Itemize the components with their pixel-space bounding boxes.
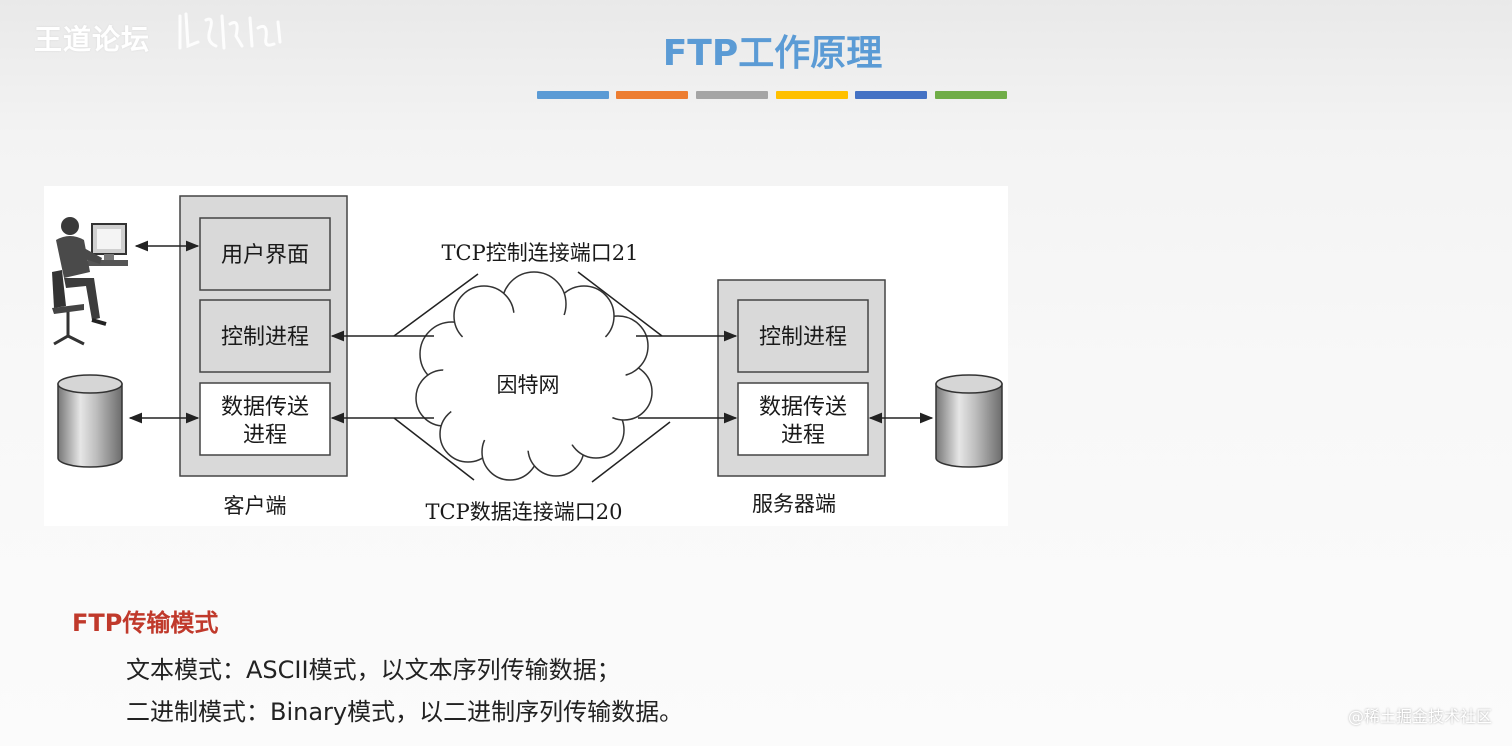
color-bar-4 [776, 91, 848, 99]
ftp-diagram: 用户界面 控制进程 数据传送 进程 客户端 控制进程 数据传送 进程 服务器端 … [44, 186, 1008, 526]
client-ui-module [199, 217, 331, 291]
data-connection-label: TCP数据连接端口20 [426, 500, 623, 524]
data-connection-lines [393, 417, 671, 483]
transfer-modes-heading: FTP传输模式 [72, 609, 219, 637]
internet-cloud-icon [415, 271, 653, 481]
text-mode-line: 文本模式：ASCII模式，以文本序列传输数据； [126, 656, 621, 684]
color-bar-1 [537, 91, 609, 99]
server-data-label-line2: 进程 [781, 423, 825, 448]
client-data-module [199, 382, 331, 456]
color-bar-6 [935, 91, 1007, 99]
control-connection-label: TCP控制连接端口21 [442, 241, 639, 265]
client-ui-label: 用户界面 [221, 243, 309, 268]
client-label: 客户端 [224, 494, 287, 518]
page-title: FTP工作原理 [662, 33, 883, 74]
client-data-label-line2: 进程 [243, 423, 287, 448]
forum-logo: 王道论坛 [34, 23, 151, 56]
server-label: 服务器端 [752, 492, 836, 516]
color-bar-2 [616, 91, 688, 99]
server-data-label-line1: 数据传送 [759, 395, 847, 420]
database-icon [57, 374, 123, 468]
color-bar-3 [696, 91, 768, 99]
user-at-computer-icon [52, 217, 128, 346]
database-icon [935, 374, 1003, 468]
network-label: 因特网 [497, 373, 560, 397]
client-control-label: 控制进程 [221, 325, 309, 350]
server-data-module [737, 382, 869, 456]
signature-logo-icon [178, 12, 282, 50]
client-control-module [199, 299, 331, 373]
server-control-module [737, 299, 869, 373]
color-bar-5 [855, 91, 927, 99]
title-color-bars [537, 91, 1017, 99]
watermark: @稀土掘金技术社区 [1347, 707, 1492, 726]
client-data-label-line1: 数据传送 [221, 395, 309, 420]
binary-mode-line: 二进制模式：Binary模式，以二进制序列传输数据。 [126, 698, 684, 726]
server-control-label: 控制进程 [759, 325, 847, 350]
control-connection-lines [393, 271, 663, 337]
